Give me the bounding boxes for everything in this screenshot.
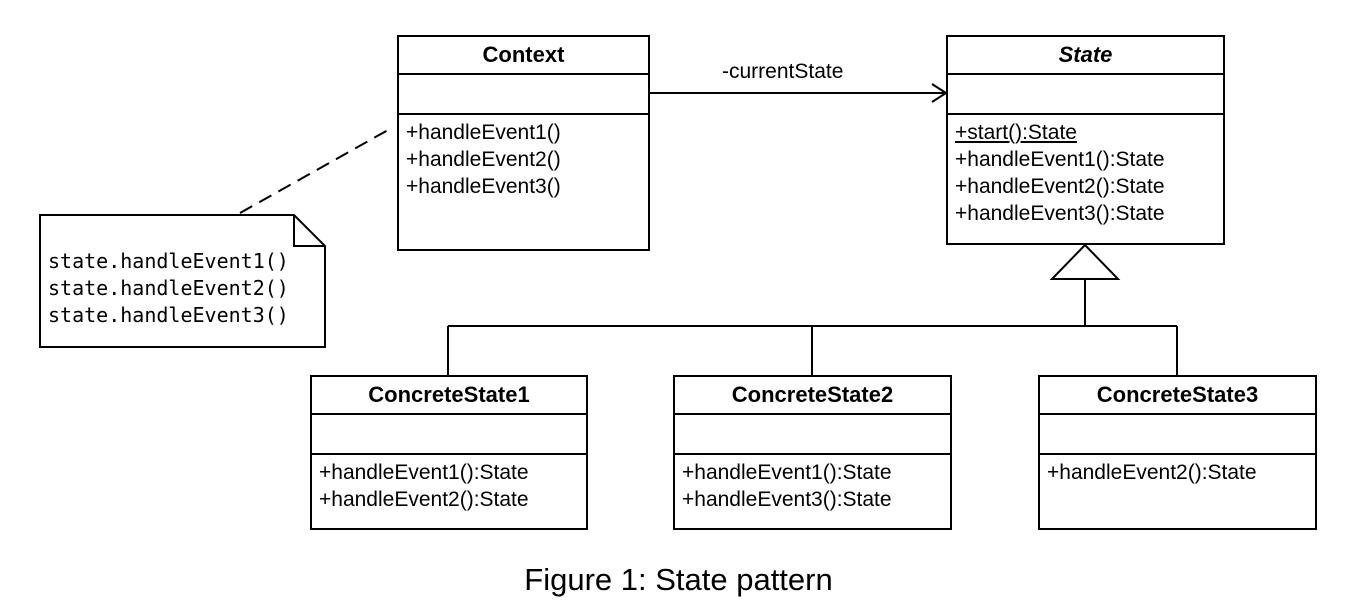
class-attributes [399, 75, 648, 115]
operation: +handleEvent2() [406, 148, 561, 171]
class-attributes [312, 415, 586, 455]
concrete-state-2-class: ConcreteState2 +handleEvent1():State +ha… [673, 375, 952, 530]
class-operations: +start():State +handleEvent1():State +ha… [948, 115, 1223, 227]
note-anchor-line [239, 129, 389, 214]
class-name: ConcreteState3 [1040, 377, 1315, 415]
note-text: state.handleEvent1() state.handleEvent2(… [48, 248, 289, 329]
figure-caption: Figure 1: State pattern [524, 562, 833, 597]
class-name: State [948, 37, 1223, 75]
operation: +handleEvent1():State [319, 461, 529, 484]
class-attributes [675, 415, 950, 455]
static-operation: +start():State [955, 121, 1077, 144]
generalization-triangle [1049, 243, 1121, 280]
class-attributes [948, 75, 1223, 115]
operation: +handleEvent2():State [955, 175, 1165, 198]
class-operations: +handleEvent1():State +handleEvent3():St… [675, 455, 950, 513]
operation: +handleEvent1():State [682, 461, 892, 484]
note-fold [293, 215, 325, 247]
operation: +handleEvent3():State [682, 488, 892, 511]
operation: +handleEvent3():State [955, 202, 1165, 225]
note-line: state.handleEvent1() [48, 249, 289, 273]
class-operations: +handleEvent2():State [1040, 455, 1315, 486]
context-class: Context +handleEvent1() +handleEvent2() … [397, 35, 650, 251]
concrete-state-3-class: ConcreteState3 +handleEvent2():State [1038, 375, 1317, 530]
note-line: state.handleEvent2() [48, 276, 289, 300]
note-shape [39, 214, 326, 348]
class-attributes [1040, 415, 1315, 455]
operation: +handleEvent1() [406, 121, 561, 144]
note-line: state.handleEvent3() [48, 303, 289, 327]
association-label: -currentState [722, 60, 844, 83]
class-name: ConcreteState1 [312, 377, 586, 415]
operation: +handleEvent1():State [955, 148, 1165, 171]
class-name: Context [399, 37, 648, 75]
class-operations: +handleEvent1() +handleEvent2() +handleE… [399, 115, 648, 200]
class-name: ConcreteState2 [675, 377, 950, 415]
concrete-state-1-class: ConcreteState1 +handleEvent1():State +ha… [310, 375, 588, 530]
class-operations: +handleEvent1():State +handleEvent2():St… [312, 455, 586, 513]
operation: +handleEvent2():State [319, 488, 529, 511]
operation: +handleEvent3() [406, 175, 561, 198]
operation: +handleEvent2():State [1047, 461, 1257, 484]
state-class: State +start():State +handleEvent1():Sta… [946, 35, 1225, 245]
